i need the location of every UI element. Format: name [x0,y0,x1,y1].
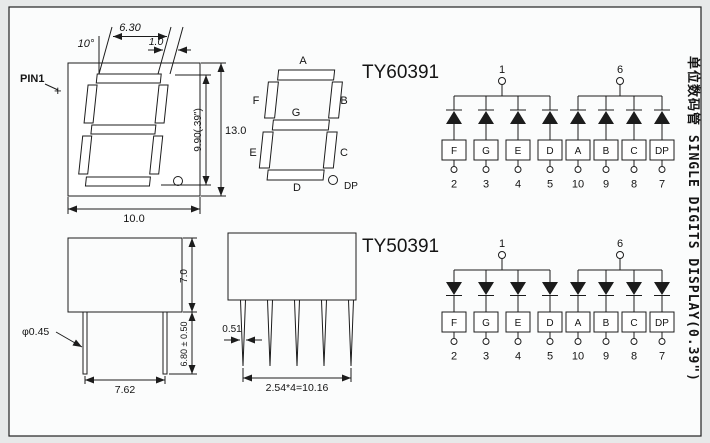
front-view: PIN1 + 10° 6.30 1.0 9.90(.39") 13.0 10.0 [20,22,246,225]
segment-e-label: E [249,147,256,159]
diode-branch: B 9 [593,96,619,191]
diode-branch: A 10 [565,96,591,191]
lead-length-dim: 6.80 ± 0.50 [179,322,189,367]
pin-number: 9 [603,179,609,191]
diode-branch: C 8 [621,270,647,363]
lead-pitch-dim: 7.62 [115,384,136,396]
lead-pitch-dim: 2.54*4=10.16 [266,382,329,394]
lead-diameter-dim: φ0.45 [22,326,49,338]
pin-number: 4 [515,179,521,191]
seven-segment-digit [78,73,169,187]
diode-branch: E 4 [505,96,531,191]
segment-label: DP [655,318,669,329]
common-pin-label: 6 [617,238,623,250]
pin-number: 2 [451,179,457,191]
pin-number: 10 [572,351,584,363]
pin1-marker: + [54,83,62,98]
segment-label: E [515,318,522,329]
segment-label: D [546,318,553,329]
segment-width-dim: 1.0 [149,36,164,48]
pin-number: 8 [631,351,637,363]
diode-branch: B 9 [593,270,619,363]
lead-pin [347,299,355,367]
angle-dim: 10° [78,38,95,50]
segment-map-diagram: A F B G E C D DP [249,55,358,194]
lead-width-dim: 0.51 [222,324,242,335]
common-pin-label: 6 [617,64,623,76]
segment-a-label: A [299,55,307,67]
common-pin-label: 1 [499,238,505,250]
pin-number: 7 [659,351,665,363]
segment-c-label: C [340,147,348,159]
body-thickness-dim: 7.0 [179,269,190,283]
diode-branch: DP 7 [649,270,675,363]
segment-label: A [575,318,582,329]
segment-label: G [482,146,490,157]
diode-branch: DP 7 [649,96,675,191]
segment-d-label: D [293,182,301,194]
pin-number: 10 [572,179,584,191]
circuit-diagram-top: 1 6 F 2 G 3 E 4 D 5 A 10 B 9 C 8 DP [441,64,675,191]
side-view-left: 7.0 6.80 ± 0.50 φ0.45 7.62 [22,237,197,396]
package-body-outline [227,232,357,301]
pin-number: 5 [547,351,553,363]
segment-label: B [603,318,610,329]
side-view-middle: 0.51 2.54*4=10.16 [222,232,357,394]
lead-pin [162,311,168,375]
lead-pin [320,299,328,367]
segment-label: E [515,146,522,157]
pin-number: 9 [603,351,609,363]
pin-number: 3 [483,179,489,191]
segment-label: C [630,146,637,157]
segment-label: A [575,146,582,157]
segment-g-label: G [292,107,301,119]
segment-b-label: B [340,95,347,107]
diode-branch: G 3 [473,96,499,191]
segment-label: F [451,146,457,157]
body-width-dim: 10.0 [123,213,144,225]
pin-number: 4 [515,351,521,363]
diode-branch: E 4 [505,270,531,363]
lead-pin [293,299,301,367]
pin-number: 2 [451,351,457,363]
pin-number: 8 [631,179,637,191]
side-note-vertical-text: 单位数码管 SINGLE DIGITS DISPLAY(0.39") [685,56,701,382]
diode-branch: C 8 [621,96,647,191]
segment-dp-label: DP [344,181,358,192]
lead-pin [82,311,88,375]
lead-pin [266,299,274,367]
common-pin-label: 1 [499,64,505,76]
segment-f-label: F [253,95,260,107]
diode-branch: D 5 [537,270,563,363]
pin-number: 3 [483,351,489,363]
lead-pin [239,299,247,367]
diode-branch: G 3 [473,270,499,363]
pin-number: 5 [547,179,553,191]
segment-label: G [482,318,490,329]
model-title-bottom: TY50391 [362,236,439,257]
segment-map-dp-outline [328,175,338,185]
package-body-outline [67,237,183,313]
diode-branch: A 10 [565,270,591,363]
diode-branch: F 2 [441,270,467,363]
top-width-dim: 6.30 [119,22,141,34]
segment-map-digit [258,69,343,181]
model-title-top: TY60391 [362,62,439,83]
segment-label: D [546,146,553,157]
diode-branch: D 5 [537,96,563,191]
segment-label: F [451,318,457,329]
pin1-label: PIN1 [20,73,44,85]
body-height-dim: 13.0 [225,125,246,137]
segment-label: C [630,318,637,329]
pin-number: 7 [659,179,665,191]
circuit-diagram-bottom: 1 6 F 2 G 3 E 4 D 5 A 10 B 9 C 8 DP [441,238,675,363]
segment-label: DP [655,146,669,157]
digit-height-dim: 9.90(.39") [193,108,204,152]
diode-branch: F 2 [441,96,467,191]
segment-label: B [603,146,610,157]
